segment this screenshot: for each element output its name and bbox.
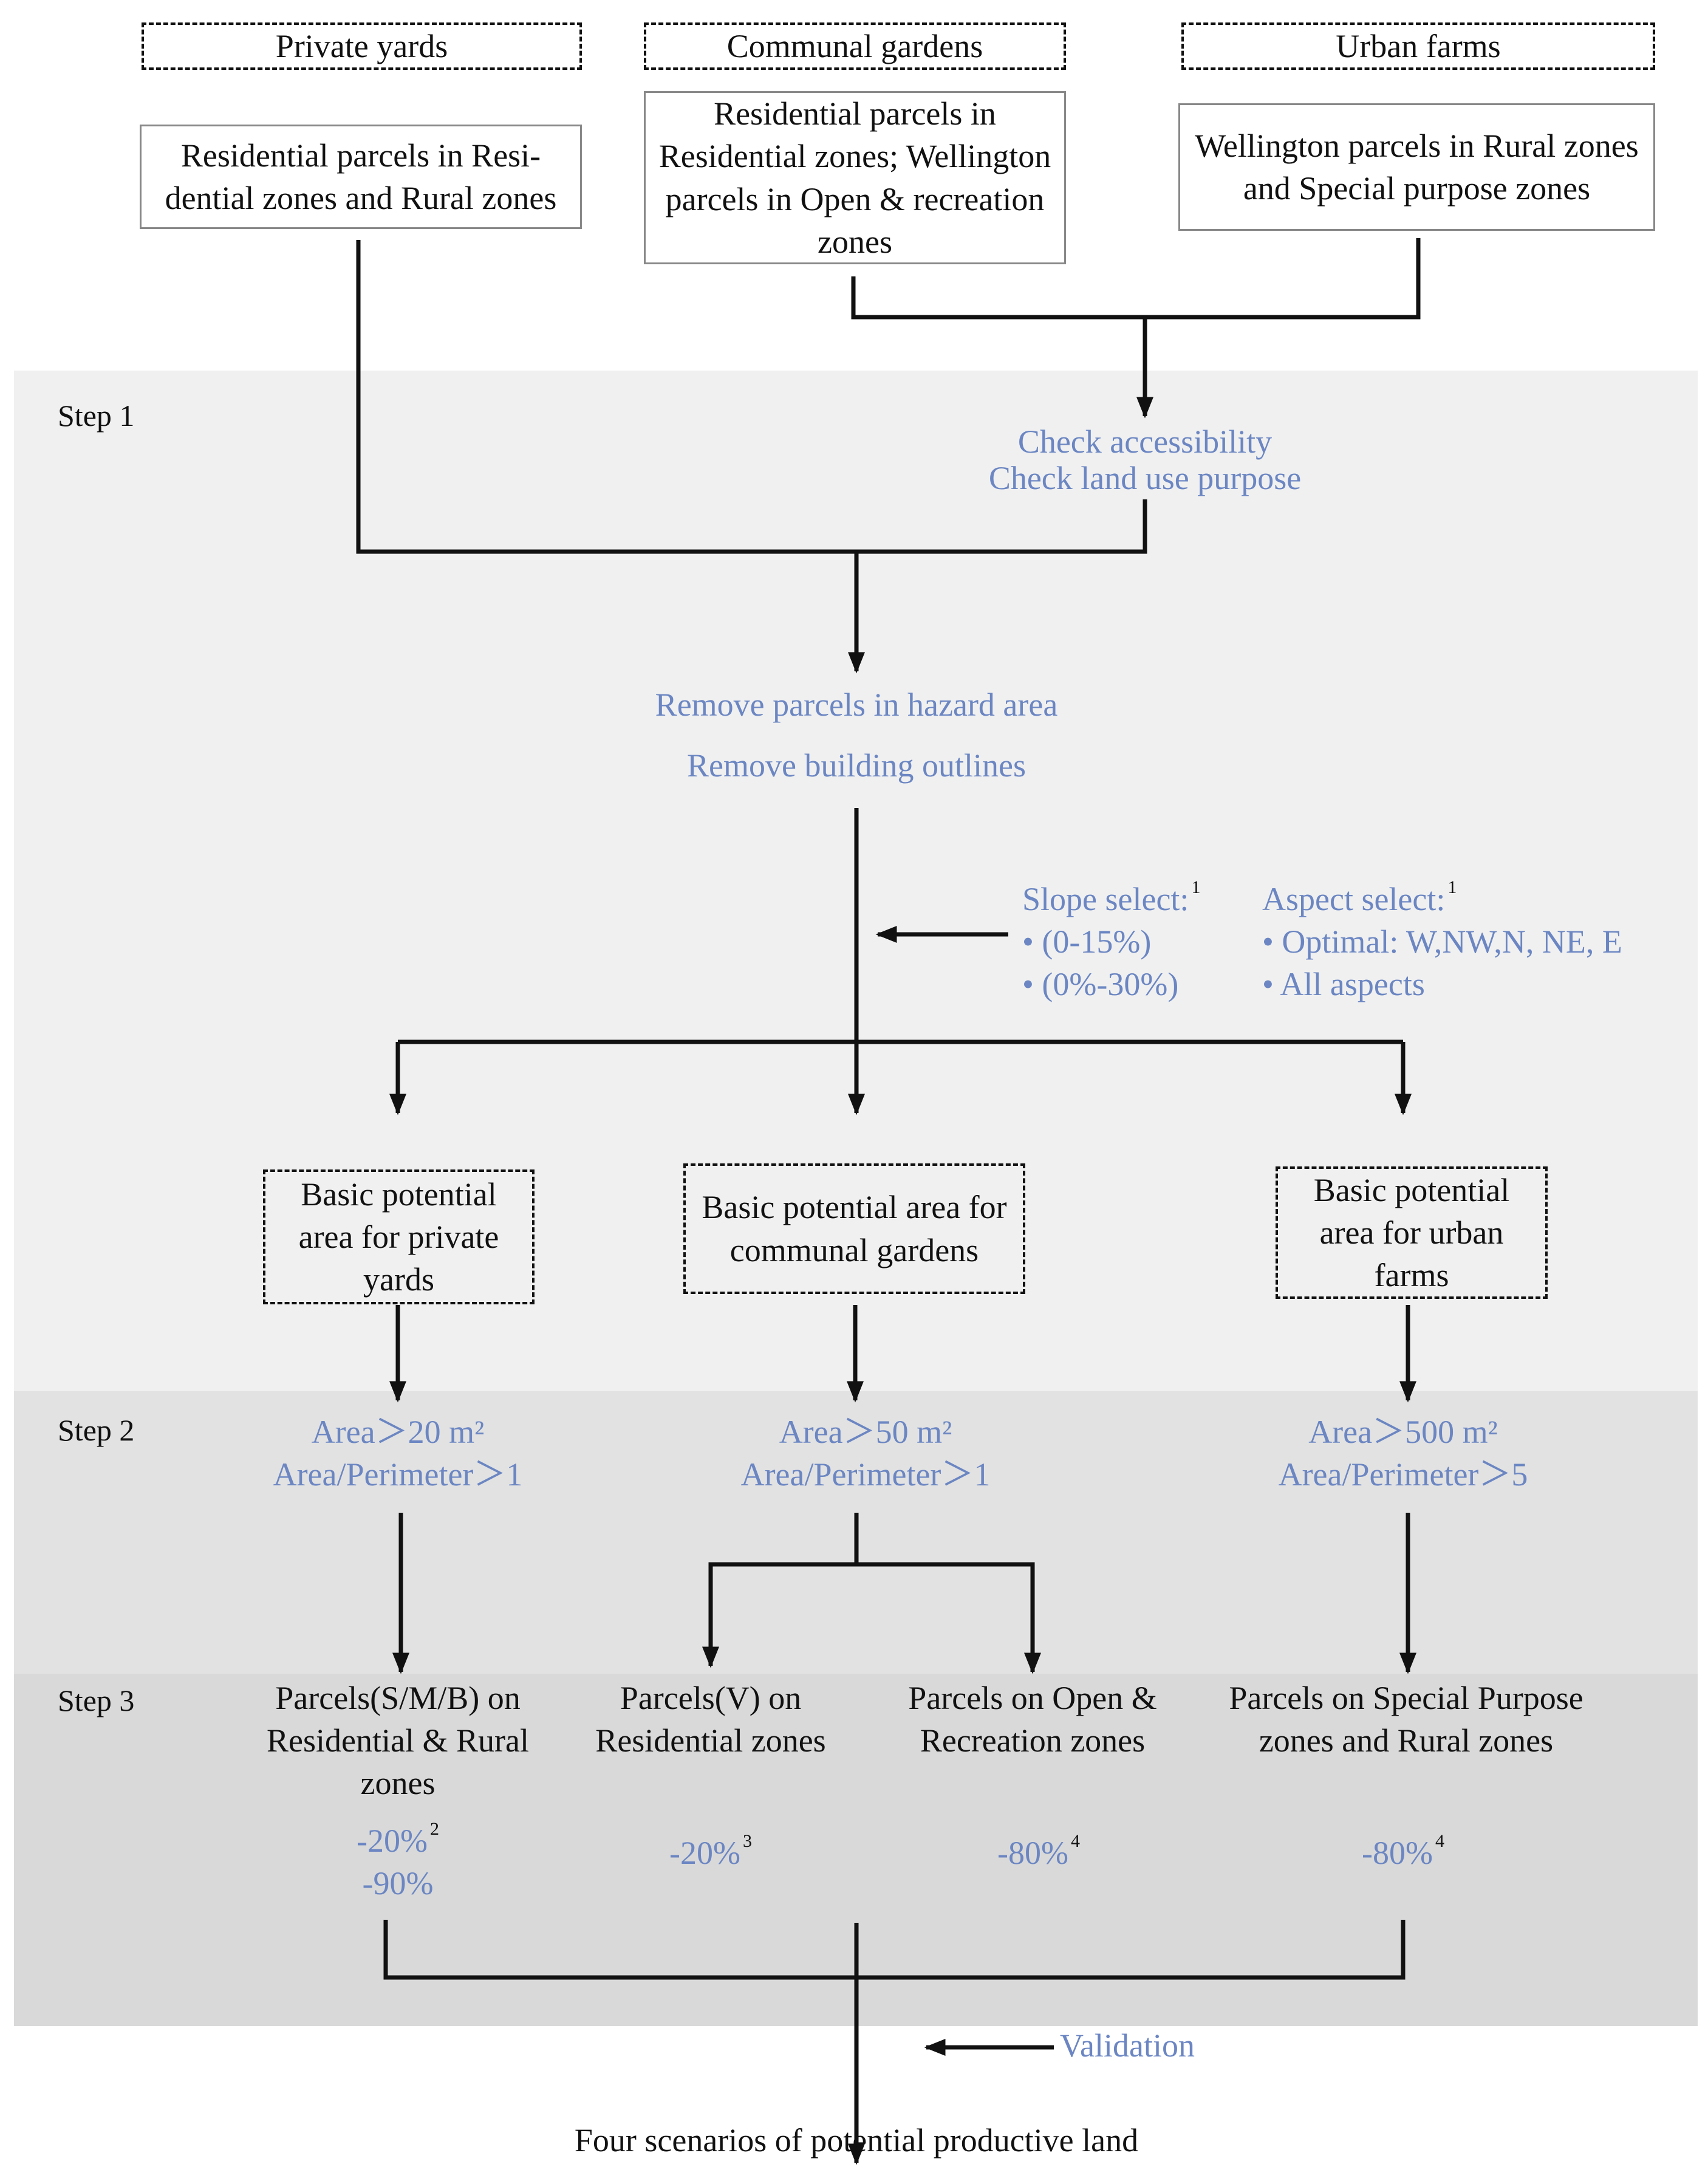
remove-building-outlines: Remove building outlines [687,747,1026,784]
slope-select-title: Slope select:1 [1022,877,1201,920]
slope-footnote: 1 [1191,877,1201,897]
step1-label: Step 1 [58,399,135,433]
private-reduction-1-value: -20% [357,1823,428,1859]
category-urban-farms: Urban farms [1181,22,1655,70]
urban-ratio-threshold: Area/Perimeter＞5 [1278,1456,1528,1493]
urban-area-threshold: Area＞500 m² [1308,1414,1498,1450]
basic-area-private-yards: Basic potential area for private yards [263,1169,535,1304]
urban-parcels: Parcels on Special Purpose zones and Rur… [1229,1680,1583,1759]
basic-area-communal-gardens: Basic potential area for communal garden… [683,1163,1025,1294]
private-ratio-threshold: Area/Perimeter＞1 [273,1456,523,1493]
check-accessibility: Check accessibility [1017,423,1272,460]
source-private-yards: Residential parcels in Resi-dential zone… [140,125,582,229]
communal-ratio-threshold: Area/Perimeter＞1 [740,1456,991,1493]
communal-residential-footnote: 3 [742,1831,752,1851]
slope-option-1: • (0-15%) [1022,923,1152,960]
category-communal-gardens: Communal gardens [644,22,1066,70]
step3-merge-connector [383,1920,1406,1980]
aspect-option-2: • All aspects [1262,966,1425,1002]
urban-footnote: 4 [1435,1831,1444,1851]
arrow-communal-open-step3 [856,1562,1041,1674]
slope-option-2: • (0%-30%) [1022,966,1179,1002]
aspect-option-1: • Optimal: W,NW,N, NE, E [1262,923,1622,960]
communal-area-threshold: Area＞50 m² [779,1414,952,1450]
arrow-communal-res-step3 [702,1513,859,1668]
urban-reduction-value: -80% [1362,1835,1433,1871]
communal-open-parcels: Parcels on Open & Recreation zones [908,1680,1157,1759]
urban-reduction: -80%4 [1312,1831,1494,1874]
communal-residential-parcels: Parcels(V) on Residential zones [595,1680,826,1759]
private-area-threshold: Area＞20 m² [311,1414,485,1450]
aspect-select-label: Aspect select: [1262,881,1446,917]
remove-hazard-parcels: Remove parcels in hazard area [655,686,1058,723]
communal-urban-merge-connector [851,238,1421,320]
source-communal-gardens: Residential parcels in Residential zones… [644,91,1066,264]
aspect-footnote: 1 [1447,877,1457,897]
output-four-scenarios: Four scenarios of potential productive l… [574,2122,1139,2159]
private-reduction-2: -90% [362,1865,434,1902]
step2-label: Step 2 [58,1413,135,1447]
communal-open-reduction-value: -80% [997,1835,1068,1871]
slope-select-label: Slope select: [1022,881,1189,917]
communal-open-reduction: -80%4 [948,1831,1130,1874]
communal-open-footnote: 4 [1070,1831,1080,1851]
basic-area-urban-farms: Basic potential area for urban farms [1276,1166,1548,1299]
validation-label: Validation [1060,2027,1195,2064]
private-parcels: Parcels(S/M/B) on Residential & Rural zo… [267,1680,529,1802]
communal-residential-reduction-value: -20% [669,1835,740,1871]
communal-residential-reduction: -20%3 [620,1831,802,1874]
step3-label: Step 3 [58,1683,135,1717]
private-reduction-footnote: 2 [429,1819,439,1839]
check-land-use-purpose: Check land use purpose [988,460,1302,496]
private-reduction-1: -20%2 [292,1819,504,1862]
aspect-select-title: Aspect select:1 [1262,877,1457,920]
source-urban-farms: Wellington parcels in Rural zones and Sp… [1178,103,1655,231]
category-private-yards: Private yards [142,22,582,70]
private-source-connector [356,240,1147,554]
